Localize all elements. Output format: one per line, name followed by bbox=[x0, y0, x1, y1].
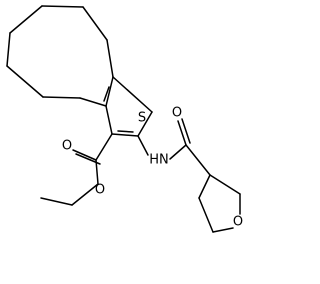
bond bbox=[82, 6, 108, 41]
bond bbox=[212, 227, 234, 233]
atom-labels: S HN O O O O bbox=[62, 106, 243, 230]
bond bbox=[42, 96, 81, 99]
bond bbox=[72, 149, 97, 161]
bond bbox=[105, 76, 114, 107]
bond bbox=[95, 133, 113, 161]
bond bbox=[209, 174, 241, 195]
bond bbox=[181, 118, 191, 144]
bond bbox=[106, 39, 114, 78]
oxolane-ring-bonds bbox=[198, 174, 241, 233]
bond bbox=[79, 97, 107, 107]
bond bbox=[9, 5, 43, 34]
bond-double-inner bbox=[103, 86, 110, 102]
amide-bonds bbox=[137, 118, 211, 176]
amide-oxygen-label: O bbox=[172, 106, 182, 121]
amide-nitrogen-label: HN bbox=[149, 153, 169, 168]
bond bbox=[6, 32, 11, 67]
bond bbox=[105, 105, 113, 135]
bond bbox=[198, 174, 211, 199]
bond bbox=[71, 183, 99, 206]
bond bbox=[177, 120, 187, 146]
bond bbox=[169, 144, 187, 160]
bond bbox=[137, 135, 149, 156]
bond bbox=[40, 197, 73, 206]
bond-double-inner bbox=[117, 130, 134, 133]
molecule-structure: S HN O O O O bbox=[6, 5, 243, 233]
cyclooctane-ring-bonds bbox=[6, 5, 114, 107]
ester-carbonyl-oxygen-label: O bbox=[62, 139, 72, 154]
thiophene-ring-bonds bbox=[103, 76, 153, 137]
bond bbox=[6, 65, 44, 98]
bond bbox=[95, 159, 99, 185]
ring-oxygen-label: O bbox=[233, 215, 243, 230]
bond bbox=[111, 133, 139, 137]
bond bbox=[198, 197, 214, 233]
sulfur-label: S bbox=[138, 111, 146, 126]
bond bbox=[137, 111, 153, 137]
bond bbox=[112, 76, 153, 113]
ester-oxygen-label: O bbox=[95, 183, 105, 198]
ethyl-ester-bonds bbox=[40, 133, 113, 206]
bond bbox=[185, 144, 211, 176]
bond bbox=[41, 5, 84, 8]
